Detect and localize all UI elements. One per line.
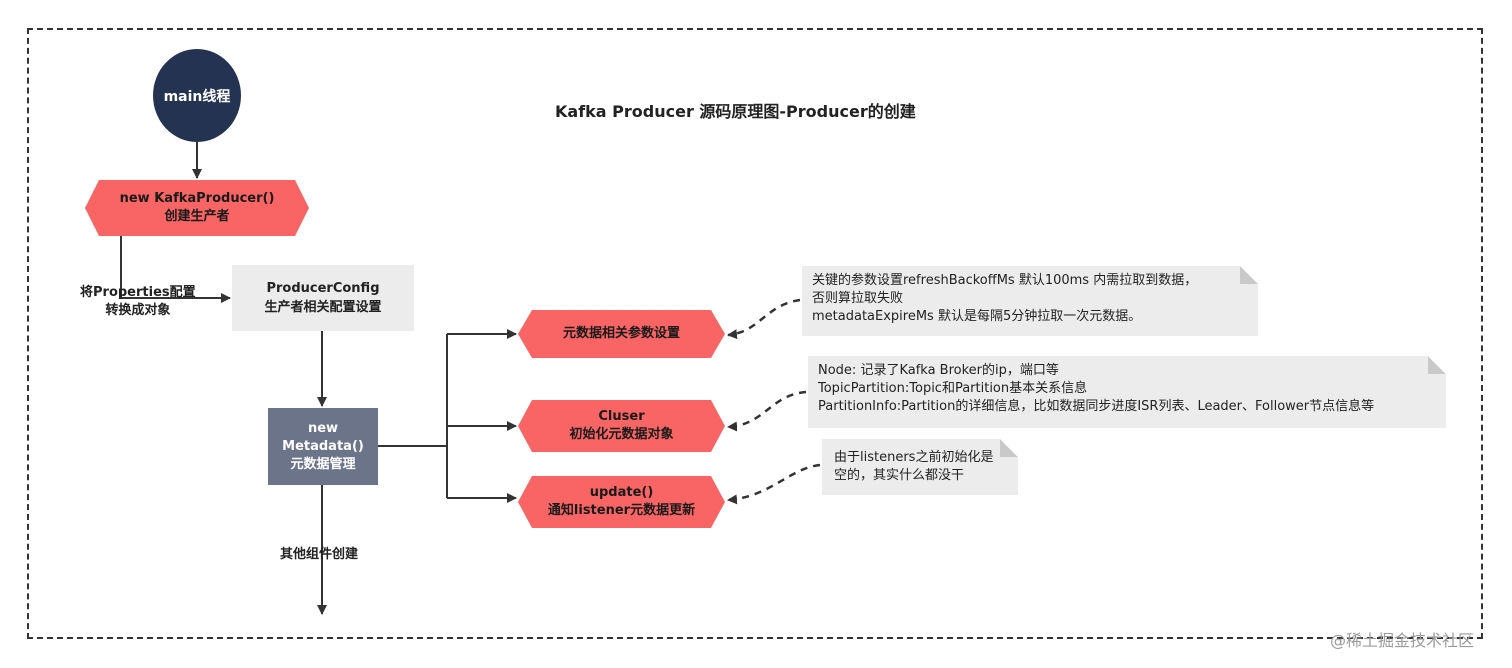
other-components-label: 其他组件创建 bbox=[280, 547, 359, 562]
metadata-node: new Metadata() 元数据管理 bbox=[268, 408, 378, 485]
note3-line2: 空的，其实什么都没干 bbox=[834, 468, 965, 483]
note-update: 由于listeners之前初始化是 空的，其实什么都没干 bbox=[822, 439, 1018, 495]
cluster-line1: Cluser bbox=[598, 409, 645, 424]
note-cluster: Node: 记录了Kafka Broker的ip，端口等 TopicPartit… bbox=[808, 356, 1446, 428]
metadata-line2: Metadata() bbox=[282, 438, 364, 454]
note-metadata-params: 关键的参数设置refreshBackoffMs 默认100ms 内需拉取到数据，… bbox=[802, 266, 1258, 336]
kafka-producer-node: new KafkaProducer() 创建生产者 bbox=[85, 180, 309, 236]
main-thread-label: main线程 bbox=[163, 88, 231, 105]
note2-line2: TopicPartition:Topic和Partition基本关系信息 bbox=[818, 381, 1088, 396]
diagram-frame bbox=[27, 28, 1483, 639]
note1-line2: 否则算拉取失败 bbox=[812, 291, 904, 306]
producer-config-node: ProducerConfig 生产者相关配置设置 bbox=[232, 265, 414, 331]
metadata-line1: new bbox=[307, 420, 339, 436]
update-line1: update() bbox=[589, 485, 654, 500]
convert-label: 将Properties配置 转换成对象 bbox=[80, 284, 196, 320]
kafka-producer-line2: 创建生产者 bbox=[164, 209, 230, 224]
cluster-node: Cluser 初始化元数据对象 bbox=[518, 400, 725, 452]
cluster-line2: 初始化元数据对象 bbox=[569, 427, 674, 442]
main-thread-node: main线程 bbox=[153, 49, 241, 142]
update-node: update() 通知listener元数据更新 bbox=[518, 476, 725, 528]
note1-line1: 关键的参数设置refreshBackoffMs 默认100ms 内需拉取到数据， bbox=[812, 273, 1198, 288]
update-line2: 通知listener元数据更新 bbox=[547, 503, 696, 518]
note1-line3: metadataExpireMs 默认是每隔5分钟拉取一次元数据。 bbox=[812, 309, 1142, 324]
producer-config-line2: 生产者相关配置设置 bbox=[264, 300, 382, 315]
convert-label-line1: 将Properties配置 bbox=[80, 285, 196, 300]
watermark: @稀土掘金技术社区 bbox=[1330, 631, 1475, 650]
note2-line1: Node: 记录了Kafka Broker的ip，端口等 bbox=[818, 363, 1059, 378]
metadata-params-node: 元数据相关参数设置 bbox=[518, 310, 725, 358]
note2-connector bbox=[727, 390, 807, 432]
metadata-params-label: 元数据相关参数设置 bbox=[562, 326, 680, 341]
note2-line3: PartitionInfo:Partition的详细信息，比如数据同步进度ISR… bbox=[818, 399, 1375, 414]
note3-connector bbox=[727, 463, 821, 505]
kafka-producer-line1: new KafkaProducer() bbox=[119, 191, 275, 206]
metadata-line3: 元数据管理 bbox=[290, 456, 356, 472]
diagram-title: Kafka Producer 源码原理图-Producer的创建 bbox=[555, 102, 916, 121]
producer-config-line1: ProducerConfig bbox=[266, 281, 380, 296]
arrow-producer-to-config bbox=[120, 236, 231, 303]
note1-connector bbox=[727, 298, 801, 340]
note3-line1: 由于listeners之前初始化是 bbox=[834, 450, 994, 465]
convert-label-line2: 转换成对象 bbox=[105, 303, 171, 318]
